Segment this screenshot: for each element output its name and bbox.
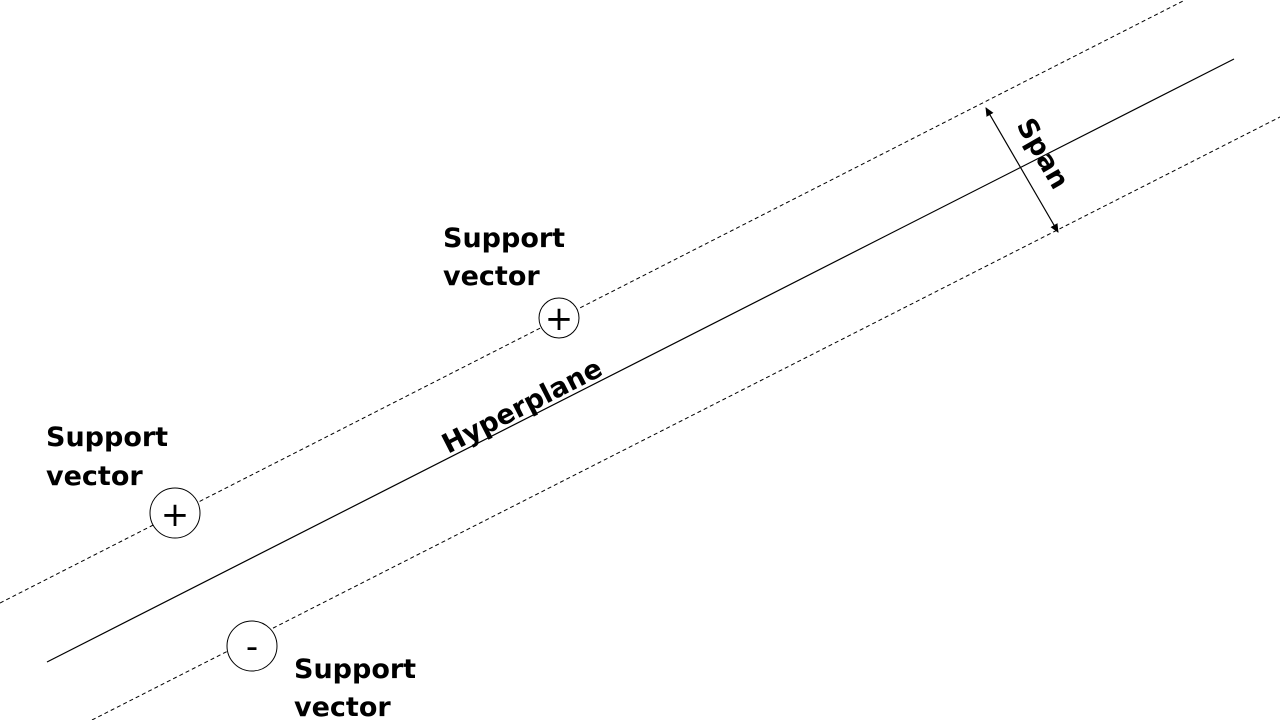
support-vector-positive-upper: Support vector + xyxy=(443,223,580,339)
support-vector-marker xyxy=(226,620,278,672)
support-vector-negative: - Support vector xyxy=(226,620,416,720)
plus-icon: + xyxy=(161,495,190,535)
support-vector-label-line2: vector xyxy=(46,461,143,492)
minus-icon: - xyxy=(246,627,258,667)
support-vector-label-line2: vector xyxy=(443,261,540,292)
support-vector-positive-left: Support vector + xyxy=(46,422,201,539)
upper-margin-line xyxy=(0,0,1186,604)
support-vector-marker xyxy=(149,487,201,539)
span-arrow xyxy=(985,107,1059,233)
lower-margin-line xyxy=(91,116,1280,720)
support-vector-label-line1: Support xyxy=(46,422,168,453)
plus-icon: + xyxy=(545,299,574,339)
span-label: Span xyxy=(1010,113,1075,195)
support-vector-label-line1: Support xyxy=(443,223,565,254)
hyperplane-label: Hyperplane xyxy=(437,353,607,460)
support-vector-marker xyxy=(538,297,580,339)
support-vector-label-line1: Support xyxy=(294,654,416,685)
support-vector-label-line2: vector xyxy=(294,692,391,720)
